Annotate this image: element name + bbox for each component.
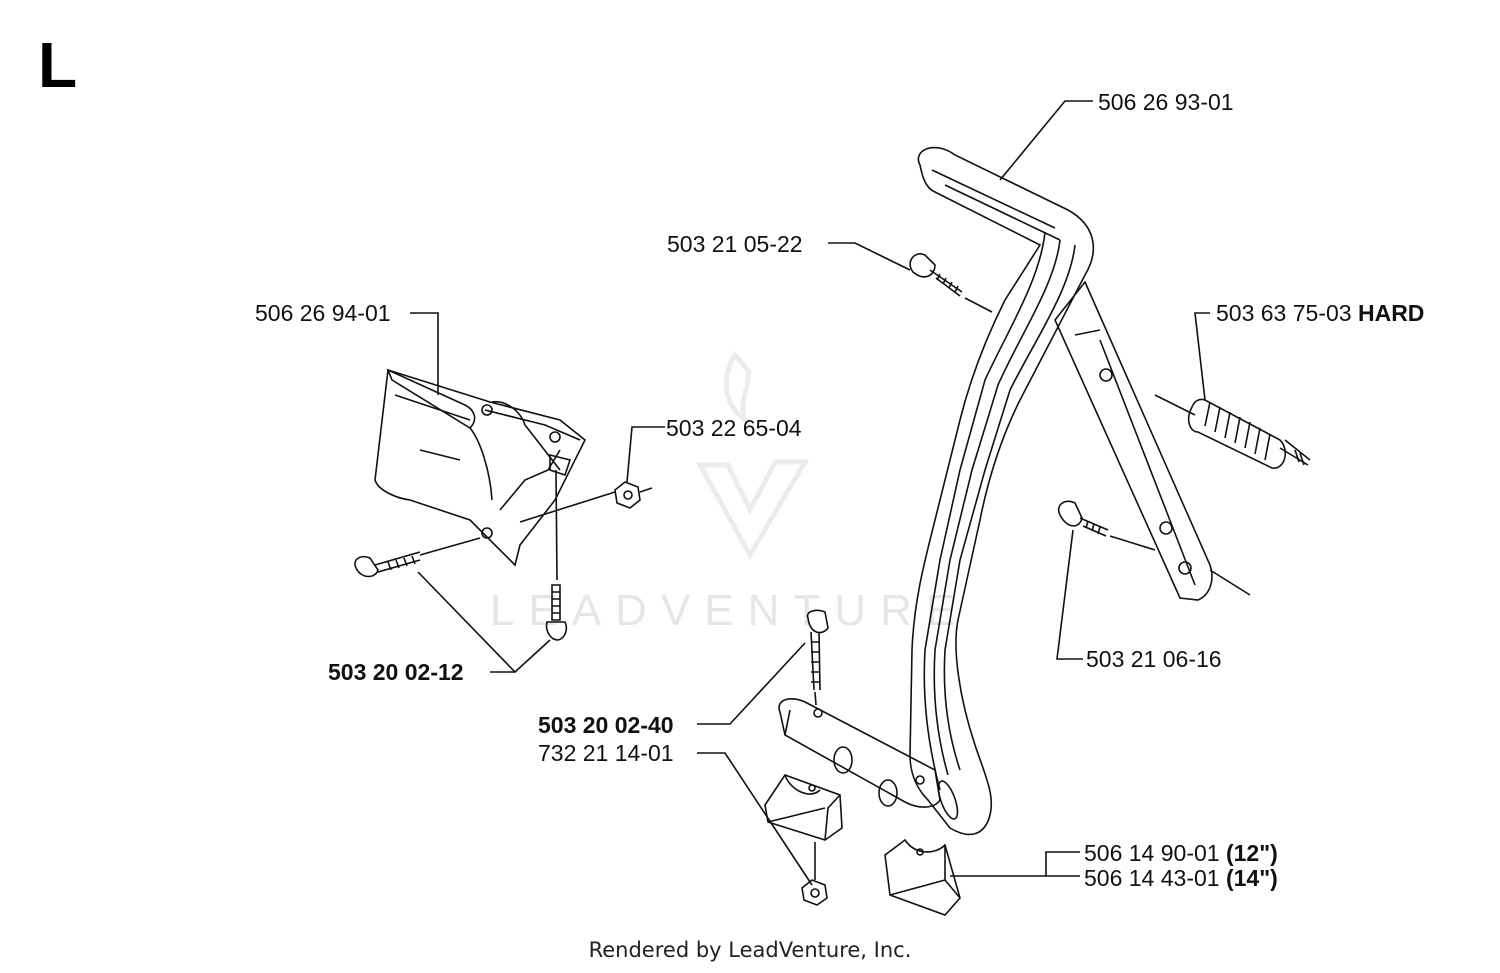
spacer-block-right — [884, 838, 961, 916]
screw-guard-side — [354, 537, 481, 578]
part-number: 503 20 02-40 — [538, 712, 674, 738]
leader-lines-left — [410, 312, 665, 674]
footer-credit: Rendered by LeadVenture, Inc. — [588, 938, 912, 962]
part-note: (12") — [1225, 840, 1278, 866]
leader-lines-right — [697, 100, 1210, 886]
front-handle-bar — [909, 146, 1095, 836]
part-number: 506 26 93-01 — [1098, 89, 1234, 115]
watermark-text: LEADVENTURE — [490, 586, 970, 635]
watermark-logo — [695, 350, 810, 561]
screw-guard-bottom — [545, 469, 568, 641]
screw-brace — [1057, 500, 1156, 551]
part-label-506-14-90-01: 506 14 90-01 (12") — [1084, 840, 1278, 866]
part-note: (14") — [1225, 865, 1278, 891]
part-number: 506 26 94-01 — [255, 300, 391, 326]
part-number: 503 22 65-04 — [666, 415, 802, 441]
part-label-506-26-94-01: 506 26 94-01 — [255, 300, 391, 326]
part-label-506-14-43-01: 506 14 43-01 (14") — [1084, 865, 1278, 891]
part-number: 503 21 05-22 — [667, 231, 803, 257]
part-number: 506 14 43-01 — [1084, 865, 1220, 891]
nut-lower — [801, 842, 828, 906]
rubber-buffer — [1154, 394, 1311, 469]
part-label-506-26-93-01: 506 26 93-01 — [1098, 89, 1234, 115]
guard-bracket — [374, 368, 587, 567]
section-letter: L — [38, 29, 78, 101]
screw-upper — [909, 253, 993, 313]
lower-clamp — [778, 698, 941, 808]
part-label-503-20-02-40: 503 20 02-40 — [538, 712, 674, 738]
part-label-503-21-05-22: 503 21 05-22 — [667, 231, 803, 257]
part-number: 503 20 02-12 — [328, 659, 464, 685]
spacer-block-left — [764, 774, 843, 841]
part-label-503-22-65-04: 503 22 65-04 — [666, 415, 802, 441]
nut — [519, 481, 653, 523]
screw-clamp — [806, 609, 829, 706]
part-number: 503 21 06-16 — [1086, 646, 1222, 672]
part-number: 506 14 90-01 — [1084, 840, 1220, 866]
part-note: HARD — [1357, 300, 1425, 326]
part-label-503-20-02-12: 503 20 02-12 — [328, 659, 464, 685]
part-number: 732 21 14-01 — [538, 740, 674, 766]
handle-brace — [1054, 280, 1251, 601]
part-label-503-21-06-16: 503 21 06-16 — [1086, 646, 1222, 672]
part-label-732-21-14-01: 732 21 14-01 — [538, 740, 674, 766]
part-number: 503 63 75-03 — [1216, 300, 1352, 326]
part-label-503-63-75-03: 503 63 75-03 HARD — [1216, 300, 1424, 326]
